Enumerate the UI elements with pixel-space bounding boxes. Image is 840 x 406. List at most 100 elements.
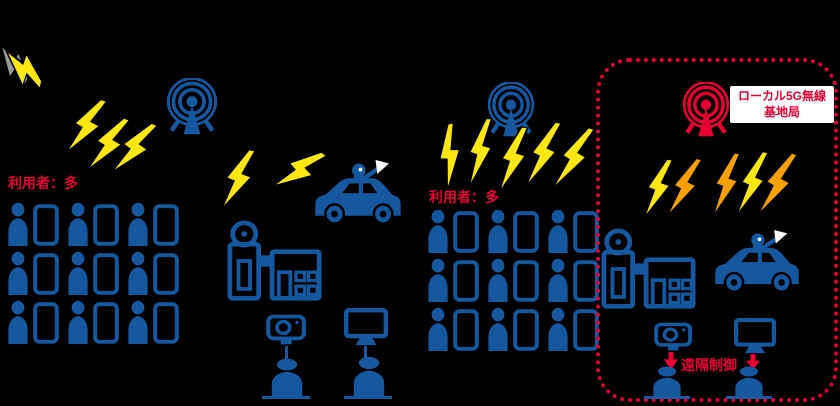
user-row [6, 197, 179, 246]
person-icon [350, 356, 388, 396]
user-row [426, 302, 599, 351]
person-icon [732, 366, 766, 398]
user-with-phone [546, 209, 599, 253]
person-icon [6, 202, 30, 246]
lightning-radio-wave-icon [465, 117, 495, 189]
lightning-radio-wave-icon [548, 121, 598, 197]
down-arrow-icon [746, 354, 760, 370]
user-with-phone [486, 258, 539, 302]
lightning-radio-wave-icon [82, 110, 133, 179]
smartphone-icon [33, 302, 59, 344]
user-with-phone [426, 209, 479, 253]
smartphone-icon [33, 253, 59, 295]
lightning-radio-wave-icon [495, 125, 532, 196]
person-icon [126, 251, 150, 295]
person-icon [6, 300, 30, 344]
user-with-phone [66, 202, 119, 246]
smartphone-icon [93, 204, 119, 246]
person-icon [650, 366, 684, 398]
user-row [6, 295, 179, 344]
factory-robot-icon [600, 228, 696, 310]
lightning-radio-wave-icon [640, 156, 676, 221]
display-monitor-icon [734, 318, 776, 354]
ground-line [726, 396, 772, 399]
smartphone-icon [153, 302, 179, 344]
down-arrow-icon [664, 352, 678, 370]
lightning-radio-wave-icon [61, 93, 111, 162]
person-icon [268, 358, 306, 396]
surveillance-camera-icon [266, 314, 308, 346]
user-row [426, 253, 599, 302]
lightning-radio-wave-icon [732, 148, 771, 220]
ground-line [644, 396, 690, 399]
person-icon [6, 251, 30, 295]
local-5g-station-label: ローカル5G無線 基地局 [730, 86, 834, 124]
user-with-phone [126, 300, 179, 344]
users-count-label-right: 利用者：多 [429, 189, 499, 205]
smartphone-icon [93, 302, 119, 344]
person-icon [426, 258, 450, 302]
user-with-phone [486, 209, 539, 253]
person-icon [486, 258, 510, 302]
smartphone-icon [453, 309, 479, 351]
person-icon [486, 209, 510, 253]
person-icon [66, 300, 90, 344]
user-with-phone [426, 258, 479, 302]
base-station-antenna-icon [487, 82, 535, 138]
user-with-phone [6, 251, 59, 295]
user-with-phone [126, 202, 179, 246]
local-5g-base-station-antenna-icon [682, 82, 730, 138]
user-with-phone [66, 300, 119, 344]
users-count-label-left: 利用者：多 [8, 175, 78, 191]
person-icon [546, 209, 570, 253]
person-icon [426, 209, 450, 253]
user-row [6, 246, 179, 295]
lightning-radio-wave-icon [753, 147, 801, 223]
person-icon [426, 307, 450, 351]
user-with-phone [546, 307, 599, 351]
autonomous-car-robot-icon [312, 160, 404, 228]
user-with-phone [546, 258, 599, 302]
user-with-phone [426, 307, 479, 351]
user-with-phone [66, 251, 119, 295]
lightning-radio-wave-icon [663, 154, 706, 223]
person-icon [546, 258, 570, 302]
user-group-left [6, 197, 179, 344]
user-row [426, 204, 599, 253]
lightning-radio-wave-icon [217, 146, 260, 215]
station-label-line1: ローカル5G無線 [737, 89, 826, 103]
remote-control-label: 遠隔制御 [681, 357, 737, 373]
user-with-phone [486, 307, 539, 351]
station-label-line2: 基地局 [763, 104, 800, 119]
person-icon [66, 202, 90, 246]
smartphone-icon [153, 204, 179, 246]
autonomous-car-robot-icon [712, 230, 802, 296]
lightning-radio-wave-icon [107, 114, 161, 184]
user-group-right [426, 204, 599, 351]
smartphone-icon [513, 309, 539, 351]
ground-line [262, 396, 310, 399]
user-with-phone [6, 300, 59, 344]
smartphone-icon [513, 260, 539, 302]
ground-line [344, 396, 392, 399]
lightning-radio-wave-icon [268, 138, 331, 205]
person-icon [126, 300, 150, 344]
smartphone-icon [513, 211, 539, 253]
user-with-phone [126, 251, 179, 295]
user-with-phone [6, 202, 59, 246]
lightning-radio-wave-icon [709, 151, 744, 220]
connector-line [285, 346, 288, 362]
person-icon [546, 307, 570, 351]
smartphone-icon [93, 253, 119, 295]
smartphone-icon [453, 211, 479, 253]
surveillance-camera-icon [654, 322, 694, 352]
lightning-radio-wave-icon [521, 118, 565, 193]
person-icon [66, 251, 90, 295]
factory-robot-icon [226, 220, 322, 302]
person-icon [486, 307, 510, 351]
base-station-antenna-icon [166, 78, 218, 136]
person-icon [126, 202, 150, 246]
lightning-radio-wave-icon [0, 44, 48, 94]
smartphone-icon [33, 204, 59, 246]
